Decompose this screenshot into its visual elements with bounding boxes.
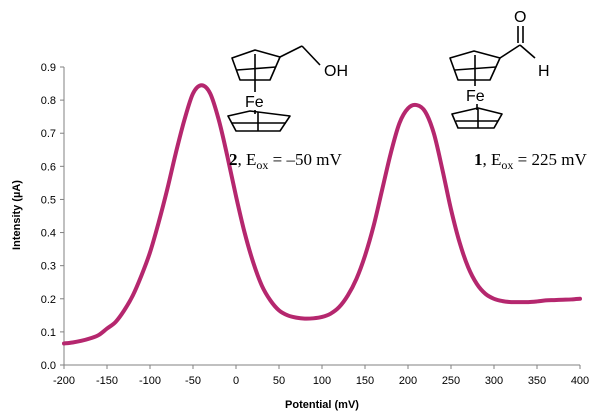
y-tick-label: 0.9	[41, 62, 56, 74]
annotation-compound-1: 1, Eox = 225 mV	[474, 150, 587, 172]
x-tick-label: 0	[233, 375, 239, 387]
x-tick-labels: -200 -150 -100 -50 0 50 100 150 200 250 300 350 400	[53, 375, 589, 387]
x-tick-label: 400	[571, 375, 589, 387]
ferrocenylmethanol-structure	[227, 45, 321, 132]
cp-ring-bottom-right	[451, 107, 503, 129]
fe-label-right: Fe	[466, 88, 485, 105]
x-tick-label: -200	[53, 375, 75, 387]
x-axis-title: Potential (mV)	[285, 399, 359, 411]
y-tick-label: 0.3	[41, 261, 56, 273]
tick-marks	[60, 66, 581, 369]
x-tick-label: -100	[139, 375, 161, 387]
x-tick-label: 100	[313, 375, 331, 387]
y-tick-label: 0.2	[41, 294, 56, 306]
x-tick-label: -150	[96, 375, 118, 387]
y-tick-label: 0.1	[41, 327, 56, 339]
y-tick-label: 0.5	[41, 194, 56, 206]
x-tick-label: 250	[442, 375, 460, 387]
y-tick-label: 0.0	[41, 360, 56, 372]
x-tick-label: -50	[185, 375, 201, 387]
o-label: O	[514, 9, 526, 26]
x-tick-label: 300	[485, 375, 503, 387]
cp-ring-bottom	[227, 110, 291, 132]
y-tick-labels: 0.0 0.1 0.2 0.3 0.4 0.5 0.6 0.7 0.8 0.9	[41, 62, 56, 372]
cp-ring-top-right	[449, 50, 501, 81]
y-tick-label: 0.7	[41, 128, 56, 140]
cp-ring-top	[231, 49, 281, 81]
y-tick-label: 0.6	[41, 161, 56, 173]
series-line	[62, 83, 582, 346]
x-tick-label: 50	[273, 375, 285, 387]
ferrocenecarboxaldehyde-structure	[449, 26, 536, 129]
y-tick-label: 0.8	[41, 95, 56, 107]
y-axis-title: Intensity (µA)	[11, 180, 23, 250]
h-label: H	[538, 63, 550, 80]
annotation-compound-2: 2, Eox = –50 mV	[229, 150, 342, 172]
y-tick-label: 0.4	[41, 228, 56, 240]
x-tick-label: 200	[399, 375, 417, 387]
fe-label-left: Fe	[245, 94, 264, 111]
x-tick-label: 350	[528, 375, 546, 387]
oh-label: OH	[324, 63, 348, 80]
x-tick-label: 150	[356, 375, 374, 387]
